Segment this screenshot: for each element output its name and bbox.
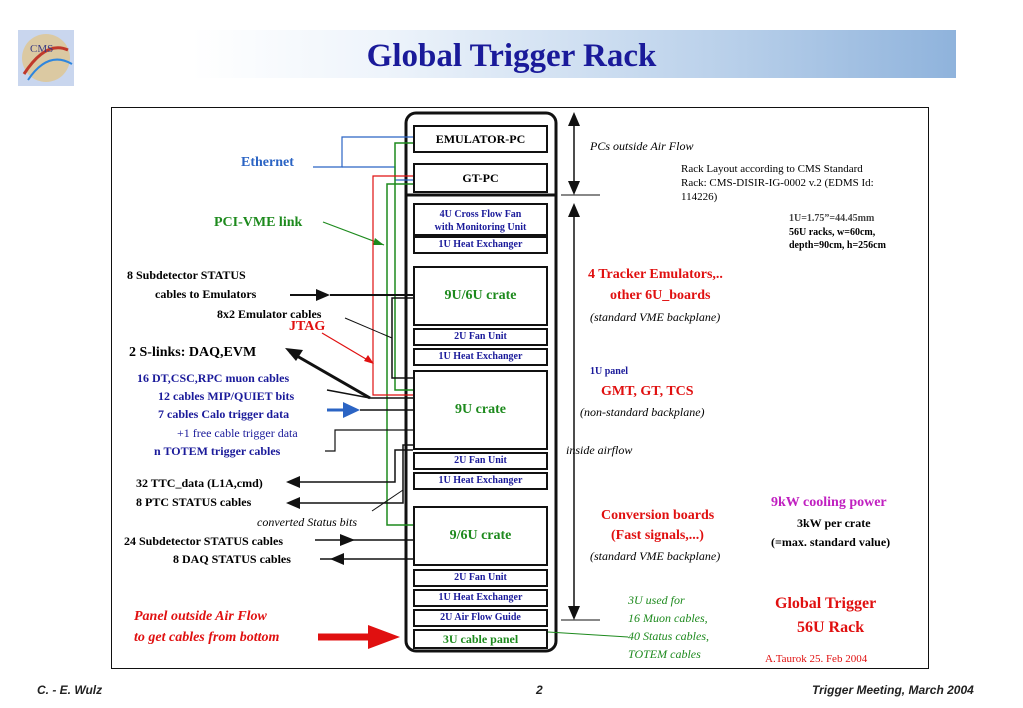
slinks-label: 2 S-links: DAQ,EVM [129,345,257,360]
gmt-gt-tcs-label: GMT, GT, TCS [601,384,694,399]
rack-layout-label-3: 114226) [681,191,718,203]
gt-pc-box: GT-PC [413,163,548,193]
title-band [192,30,956,78]
conversion-boards-label: Conversion boards [601,508,715,523]
fan-label-1: 4U Cross Flow Fan [439,209,522,220]
per-crate-label: 3kW per crate [797,516,871,530]
rack-layout-label: Rack Layout according to CMS Standard [681,163,863,175]
other-boards-label: other 6U_boards [610,288,711,303]
daq-status-label: 8 DAQ STATUS cables [173,552,291,566]
jtag-label: JTAG [289,319,326,334]
free-cable-label: +1 free cable trigger data [177,426,298,440]
panel-outside-label: Panel outside Air Flow [134,609,267,624]
cable-usage-label: 3U used for [628,593,685,607]
rack-56u-label: 56U Rack [797,619,865,636]
heat-exchanger-box: 1U Heat Exchanger [413,348,548,366]
ethernet-label: Ethernet [241,155,294,170]
fan-unit-box: 2U Fan Unit [413,569,548,587]
emulator-cables-label: 8x2 Emulator cables [217,307,322,321]
status-cables-label-2: cables to Emulators [155,287,257,301]
totem-cables-label: n TOTEM trigger cables [154,444,281,458]
heat-exchanger-box: 1U Heat Exchanger [413,236,548,254]
air-flow-guide-box: 2U Air Flow Guide [413,609,548,627]
status-cables-count-label: 40 Status cables, [628,629,709,643]
cooling-power-label: 9kW cooling power [771,495,887,510]
non-standard-label: (non-standard backplane) [580,405,705,419]
rack-size-label: 56U racks, w=60cm, [789,227,876,238]
status-cables-label: 8 Subdetector STATUS [127,268,246,282]
heat-exchanger-box: 1U Heat Exchanger [413,472,548,490]
unit-definition-label: 1U=1.75”=44.45mm [789,213,875,224]
subdetector-status-label: 24 Subdetector STATUS cables [124,534,284,548]
panel-bottom-label: to get cables from bottom [134,630,280,645]
pcs-outside-label: PCs outside Air Flow [590,139,694,153]
crate-box: 9/6U crate [413,506,548,566]
standard-vme-label: (standard VME backplane) [590,549,721,563]
svg-text:CMS: CMS [30,43,53,55]
totem-cables-count-label: TOTEM cables [628,647,701,661]
crate-box: 9U crate [413,370,548,450]
global-trigger-label: Global Trigger [775,595,877,612]
standard-vme-label: (standard VME backplane) [590,310,721,324]
footer-page-number: 2 [536,683,543,697]
fan-unit-box: 2U Fan Unit [413,452,548,470]
crate-box: 9U/6U crate [413,266,548,326]
emulator-pc-box: EMULATOR-PC [413,125,548,153]
muon-cables-label: 16 DT,CSC,RPC muon cables [137,371,290,385]
rack-layout-label-2: Rack: CMS-DISIR-IG-0002 v.2 (EDMS Id: [681,177,874,189]
footer-author: C. - E. Wulz [37,683,103,697]
fast-signals-label: (Fast signals,...) [611,528,704,543]
footer-event: Trigger Meeting, March 2004 [812,683,974,697]
panel-1u-label: 1U panel [590,366,629,377]
diagram-frame [111,107,929,669]
mip-cables-label: 12 cables MIP/QUIET bits [158,389,295,403]
cable-panel-box: 3U cable panel [413,629,548,649]
cms-logo-icon: CMS [18,30,74,86]
tracker-emulators-label: 4 Tracker Emulators,.. [588,267,723,282]
converted-status-label: converted Status bits [257,515,357,529]
heat-exchanger-box: 1U Heat Exchanger [413,589,548,607]
cross-flow-fan-box: 4U Cross Flow Fan with Monitoring Unit [413,203,548,236]
calo-cables-label: 7 cables Calo trigger data [158,407,290,421]
fan-unit-box: 2U Fan Unit [413,328,548,346]
fan-label-2: with Monitoring Unit [434,222,527,233]
rack-depth-label: depth=90cm, h=256cm [789,240,886,251]
ptc-status-label: 8 PTC STATUS cables [136,495,252,509]
page-title: Global Trigger Rack [366,38,657,74]
author-signature-label: A.Taurok 25. Feb 2004 [765,653,868,665]
inside-airflow-label: inside airflow [566,443,633,457]
muon-cables-count-label: 16 Muon cables, [628,611,708,625]
max-standard-label: (=max. standard value) [771,535,891,549]
pci-vme-label: PCI-VME link [214,215,303,230]
ttc-data-label: 32 TTC_data (L1A,cmd) [136,476,263,490]
